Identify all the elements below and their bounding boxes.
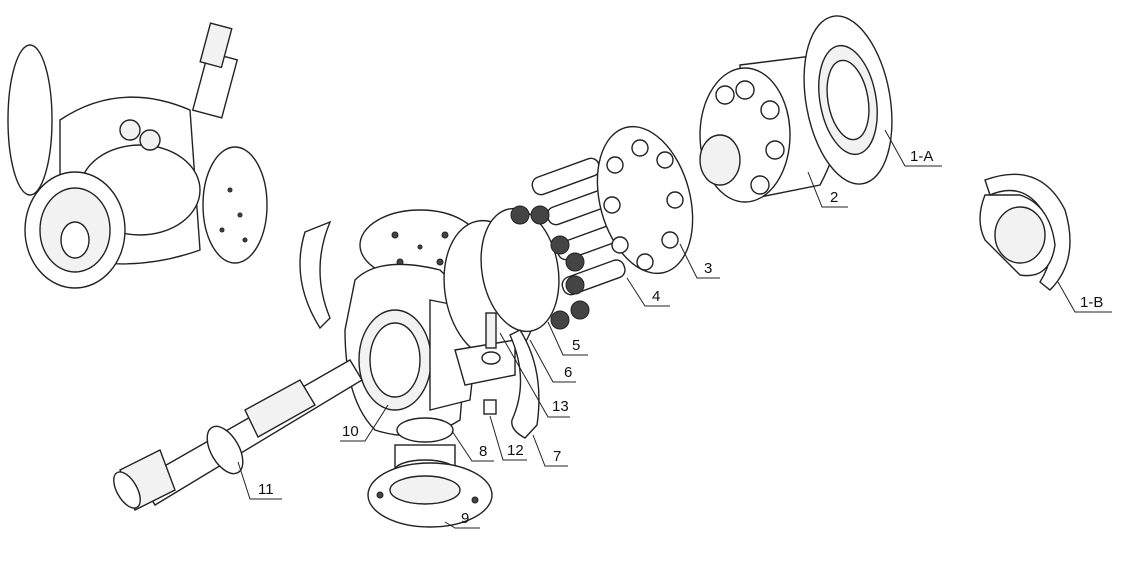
svg-text:6: 6 [564,364,572,381]
svg-text:5: 5 [572,337,580,354]
svg-text:7: 7 [553,448,561,465]
svg-text:11: 11 [258,481,274,498]
svg-text:12: 12 [507,442,524,459]
svg-text:1-A: 1-A [910,148,933,165]
callout-10: 10 [340,404,389,442]
callout-3: 3 [679,243,720,279]
part-5-plate [480,207,560,333]
svg-text:4: 4 [652,288,660,305]
callout-12: 12 [489,415,527,461]
assembled-motor [7,22,268,289]
svg-text:2: 2 [830,189,838,206]
part-1b-valve-plate [979,173,1071,291]
svg-text:8: 8 [479,443,487,460]
svg-text:9: 9 [461,510,469,527]
part-11-shaft [113,359,363,511]
callout-4: 4 [626,277,670,307]
part-7-shim-right [509,329,540,439]
callout-13: 13 [499,332,570,418]
part-9-bottom-flange [367,417,493,528]
callout-9: 9 [444,510,480,529]
callout-6: 6 [529,339,576,383]
svg-text:13: 13 [552,398,569,415]
callout-5: 5 [547,321,588,356]
callout-1a: 1-A [884,129,942,167]
callout-2: 2 [807,171,848,208]
svg-text:3: 3 [704,260,712,277]
svg-text:10: 10 [342,423,359,440]
part-1a-valve-plate [803,15,893,185]
callout-7: 7 [532,434,568,467]
part-3-retainer-plate [596,125,694,275]
svg-text:1-B: 1-B [1080,294,1103,311]
part-7-shim-left [299,220,332,330]
callout-1b: 1-B [1057,281,1112,313]
callout-8: 8 [451,430,494,462]
callout-11: 11 [237,461,282,500]
part-12-nut [483,399,497,415]
callouts: 1-A 1-B 2 3 4 5 6 13 12 7 8 9 10 11 [237,129,1112,529]
